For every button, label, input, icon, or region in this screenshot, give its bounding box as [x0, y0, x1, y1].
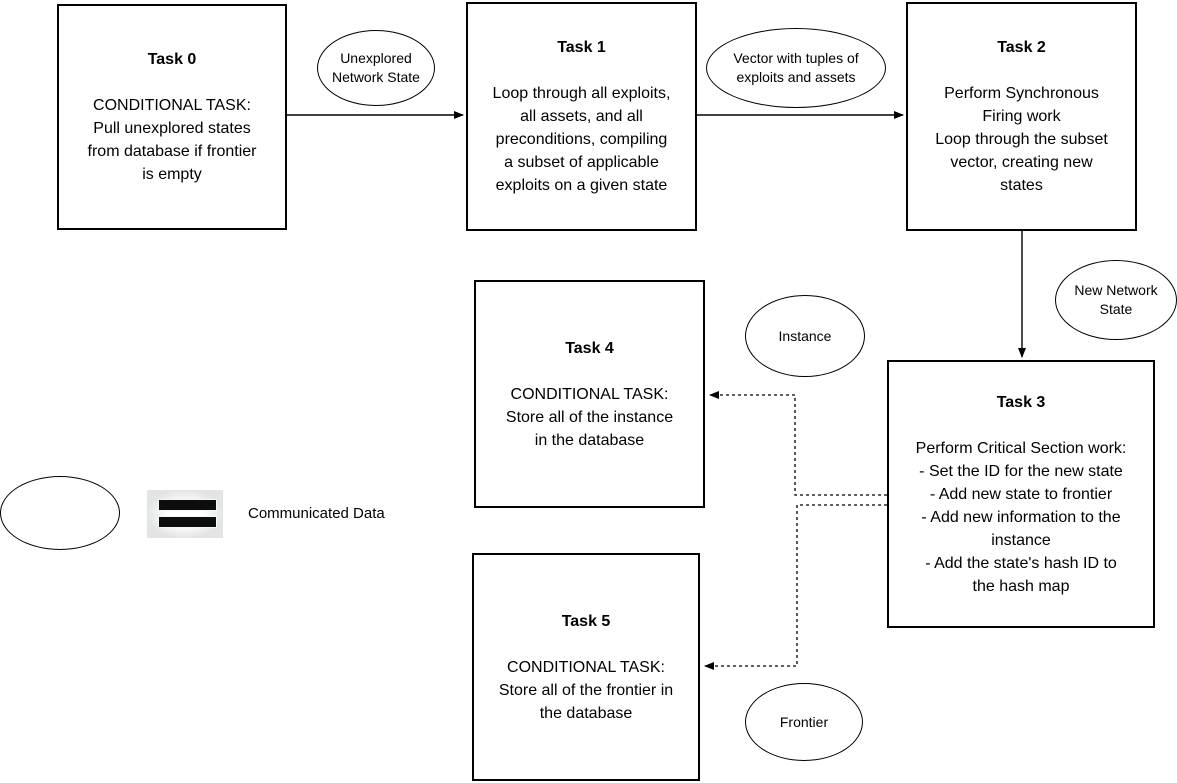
equals-bar-top: [159, 500, 216, 510]
task-1-body: Loop through all exploits, all assets, a…: [492, 85, 671, 194]
task-2-body: Perform Synchronous Firing work Loop thr…: [935, 85, 1108, 194]
task-4-body: CONDITIONAL TASK: Store all of the insta…: [505, 385, 674, 449]
new-network-state-ellipse: New Network State: [1055, 260, 1177, 340]
instance-label: Instance: [778, 327, 832, 344]
task-5-node: Task 5 CONDITIONAL TASK: Store all of th…: [472, 553, 700, 781]
new-network-state-label: New Network State: [1074, 282, 1158, 317]
task-1-node: Task 1 Loop through all exploits, all as…: [466, 2, 697, 231]
equals-bar-bottom: [159, 517, 216, 527]
task-3-title: Task 3: [996, 393, 1046, 411]
task-3-node: Task 3 Perform Critical Section work: - …: [887, 360, 1155, 628]
task-0-node: Task 0 CONDITIONAL TASK: Pull unexplored…: [57, 4, 287, 230]
frontier-label: Frontier: [779, 713, 829, 730]
task-0-title: Task 0: [147, 51, 197, 68]
task-4-node: Task 4 CONDITIONAL TASK: Store all of th…: [474, 280, 705, 508]
task-0-body: CONDITIONAL TASK: Pull unexplored states…: [87, 97, 257, 183]
task-5-title: Task 5: [561, 612, 611, 630]
unexplored-network-state-label: Unexplored Network State: [332, 50, 420, 85]
unexplored-network-state-ellipse: Unexplored Network State: [317, 30, 435, 106]
task-5-body: CONDITIONAL TASK: Store all of the front…: [498, 658, 674, 722]
instance-ellipse: Instance: [745, 295, 865, 377]
task-1-title: Task 1: [557, 39, 606, 56]
task-2-node: Task 2 Perform Synchronous Firing work L…: [906, 2, 1137, 231]
legend-ellipse: [0, 476, 120, 550]
task-3-body: Perform Critical Section work: - Set the…: [915, 439, 1127, 595]
frontier-ellipse: Frontier: [745, 683, 863, 761]
task-2-title: Task 2: [997, 39, 1046, 56]
dashed-arrow-task3-to-task4: [709, 391, 887, 496]
dashed-arrow-task3-to-task5: [704, 504, 887, 670]
vector-tuples-ellipse: Vector with tuples of exploits and asset…: [706, 28, 886, 108]
equals-icon: [147, 490, 223, 538]
legend-label: Communicated Data: [248, 505, 385, 522]
task-4-title: Task 4: [565, 339, 614, 357]
vector-tuples-label: Vector with tuples of exploits and asset…: [733, 50, 859, 85]
